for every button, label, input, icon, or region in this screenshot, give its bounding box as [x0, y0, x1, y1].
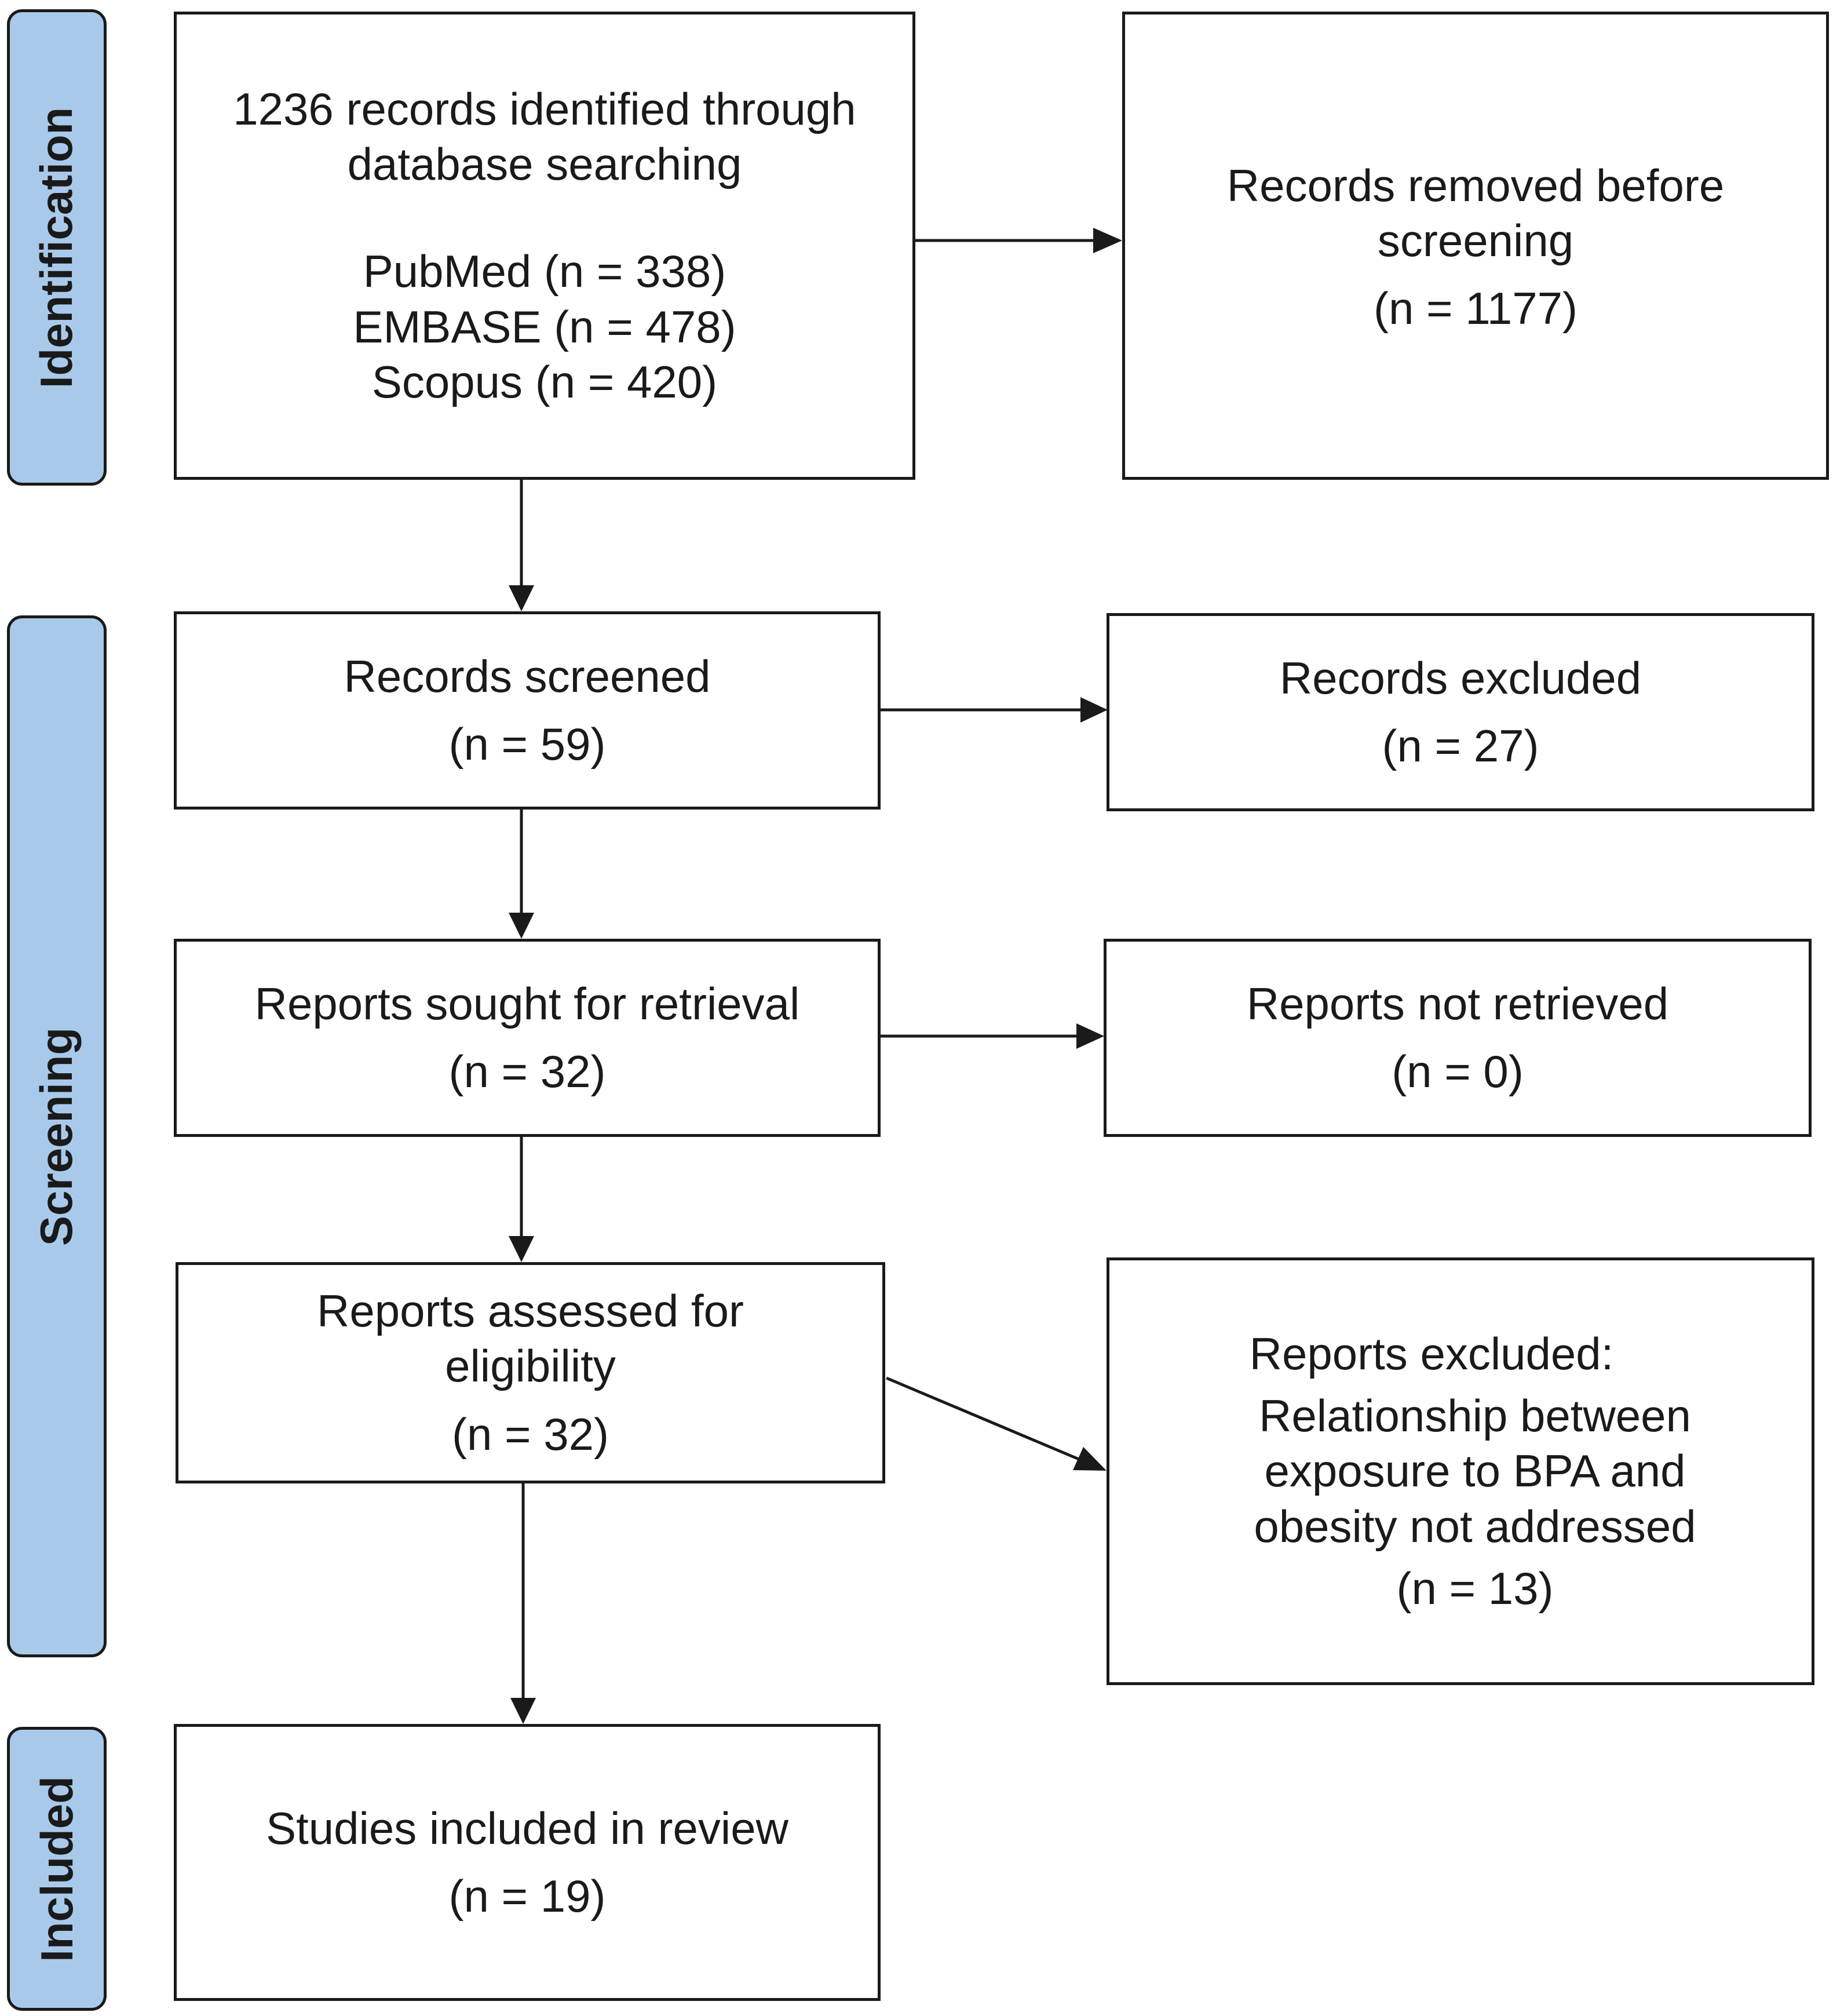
sought-label: Reports sought for retrieval [254, 978, 800, 1029]
excluded-count: (n = 27) [1382, 720, 1539, 771]
box-records-identified: 1236 records identified through database… [174, 12, 915, 480]
source-scopus: Scopus (n = 420) [371, 356, 718, 407]
not-retrieved-label: Reports not retrieved [1246, 978, 1669, 1029]
identified-text-line1: 1236 records identified through [233, 83, 856, 135]
arrowhead-included [510, 1698, 536, 1724]
included-label: Studies included in review [266, 1802, 788, 1854]
arrowhead-removed [1093, 228, 1122, 253]
arrowhead-excluded [1080, 697, 1108, 723]
screened-count: (n = 59) [448, 719, 606, 770]
phase-identification: Identification [7, 9, 107, 486]
reports-excluded-reason-line3: obesity not addressed [1254, 1500, 1696, 1552]
excluded-label: Records excluded [1279, 652, 1642, 703]
reports-excluded-heading: Reports excluded: [1249, 1328, 1614, 1380]
arrowhead-not-retrieved [1076, 1023, 1104, 1049]
source-embase: EMBASE (n = 478) [353, 301, 736, 352]
box-reports-sought: Reports sought for retrieval (n = 32) [174, 939, 881, 1137]
source-pubmed: PubMed (n = 338) [363, 246, 726, 297]
arrowhead-reports-excluded [1073, 1447, 1107, 1471]
box-records-screened: Records screened (n = 59) [174, 611, 881, 810]
phase-screening: Screening [7, 615, 107, 1657]
assessed-label-line2: eligibility [445, 1340, 616, 1392]
screened-label: Records screened [344, 650, 711, 702]
box-records-removed: Records removed before screening (n = 11… [1122, 12, 1829, 480]
reports-excluded-count: (n = 13) [1396, 1562, 1554, 1614]
box-records-excluded: Records excluded (n = 27) [1107, 613, 1814, 811]
assessed-label-line1: Reports assessed for [316, 1285, 744, 1337]
assessed-count: (n = 32) [452, 1408, 609, 1460]
arrow-assessed-to-reports-excluded [886, 1376, 1079, 1461]
sought-count: (n = 32) [448, 1046, 606, 1097]
reports-excluded-reason-line1: Relationship between [1259, 1390, 1691, 1442]
removed-text-line1: Records removed before [1226, 160, 1725, 211]
arrowhead-screened [509, 585, 534, 611]
not-retrieved-count: (n = 0) [1392, 1046, 1524, 1097]
reports-excluded-reason-line2: exposure to BPA and [1264, 1445, 1686, 1497]
box-reports-assessed: Reports assessed for eligibility (n = 32… [176, 1262, 885, 1483]
included-count: (n = 19) [448, 1871, 606, 1922]
arrowhead-assessed [509, 1236, 534, 1262]
identified-text-line2: database searching [347, 138, 742, 190]
box-reports-excluded: Reports excluded: Relationship between e… [1107, 1257, 1814, 1685]
removed-text-line2: screening [1377, 215, 1574, 267]
arrowhead-sought [509, 913, 534, 939]
box-studies-included: Studies included in review (n = 19) [174, 1724, 881, 2001]
removed-count: (n = 1177) [1374, 283, 1578, 334]
phase-included: Included [7, 1727, 107, 2011]
box-reports-not-retrieved: Reports not retrieved (n = 0) [1104, 939, 1812, 1137]
